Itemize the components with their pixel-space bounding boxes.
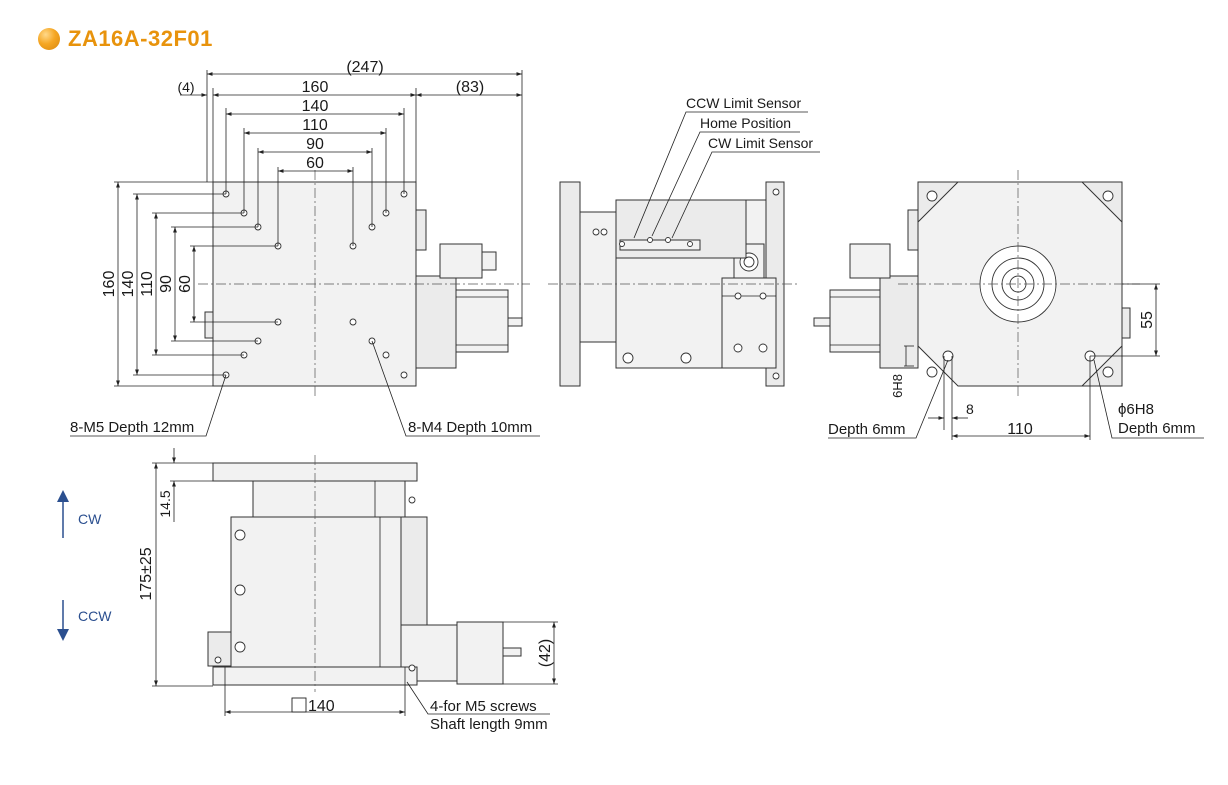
dim-140-h: 140 [302, 98, 329, 115]
label-phi-6h8: ϕ6H8 [1118, 401, 1154, 418]
label-cw: CW [78, 511, 102, 527]
dim-110-h: 110 [302, 117, 328, 134]
front-view: 140 4-for M5 screws Shaft length 9mm 14.… [57, 448, 558, 733]
dim-110-right: 110 [1007, 421, 1033, 438]
dim-140-v: 140 [120, 271, 137, 298]
dim-160-v: 160 [101, 271, 118, 298]
dim-160-h: 160 [302, 79, 329, 96]
orange-sphere-icon [38, 28, 60, 50]
label-depth-left: Depth 6mm [828, 421, 906, 438]
label-screws: 4-for M5 screws [430, 698, 537, 715]
callout-m4: 8-M4 Depth 10mm [408, 419, 532, 436]
title-bar: ZA16A-32F01 [38, 24, 213, 54]
square-symbol-icon [291, 697, 307, 713]
dim-60-h: 60 [306, 155, 324, 172]
motor-body [455, 289, 509, 353]
callout-m5: 8-M5 Depth 12mm [70, 419, 194, 436]
motor-bracket [415, 275, 457, 369]
front-stage [230, 516, 402, 668]
dim-8: 8 [966, 401, 974, 417]
dim-90-h: 90 [306, 136, 324, 153]
dim-247: (247) [346, 59, 383, 76]
label-ccw: CCW [78, 608, 112, 624]
label-depth-right: Depth 6mm [1118, 420, 1196, 437]
side-motor [721, 277, 777, 369]
label-home-position: Home Position [700, 115, 791, 131]
top-view: (247) (4) 160 (83) 140 110 90 60 160 140… [70, 59, 540, 437]
label-cw-limit-sensor: CW Limit Sensor [708, 135, 813, 151]
right-view: 55 6H8 8 110 Depth 6mm ϕ6H8 Depth 6mm [813, 170, 1204, 440]
motor-shaft [507, 317, 523, 327]
dim-60-v: 60 [177, 275, 194, 293]
dim-110-v: 110 [139, 271, 156, 297]
dim-4: (4) [177, 79, 194, 95]
dim-55: 55 [1139, 311, 1156, 329]
label-shaft-length: Shaft length 9mm [430, 716, 548, 733]
side-view: CCW Limit Sensor Home Position CW Limit … [548, 95, 820, 387]
connector-box [439, 243, 483, 279]
dim-83: (83) [456, 79, 484, 96]
dim-14-5: 14.5 [157, 490, 173, 517]
right-motor [829, 289, 881, 353]
dim-6h8: 6H8 [890, 374, 905, 398]
page-title: ZA16A-32F01 [68, 26, 213, 51]
dim-175: 175±25 [138, 547, 155, 600]
front-motor [456, 621, 504, 685]
label-ccw-limit-sensor: CCW Limit Sensor [686, 95, 801, 111]
dim-140-front: 140 [308, 698, 335, 715]
dim-42: (42) [537, 639, 554, 667]
dim-90-v: 90 [158, 275, 175, 293]
